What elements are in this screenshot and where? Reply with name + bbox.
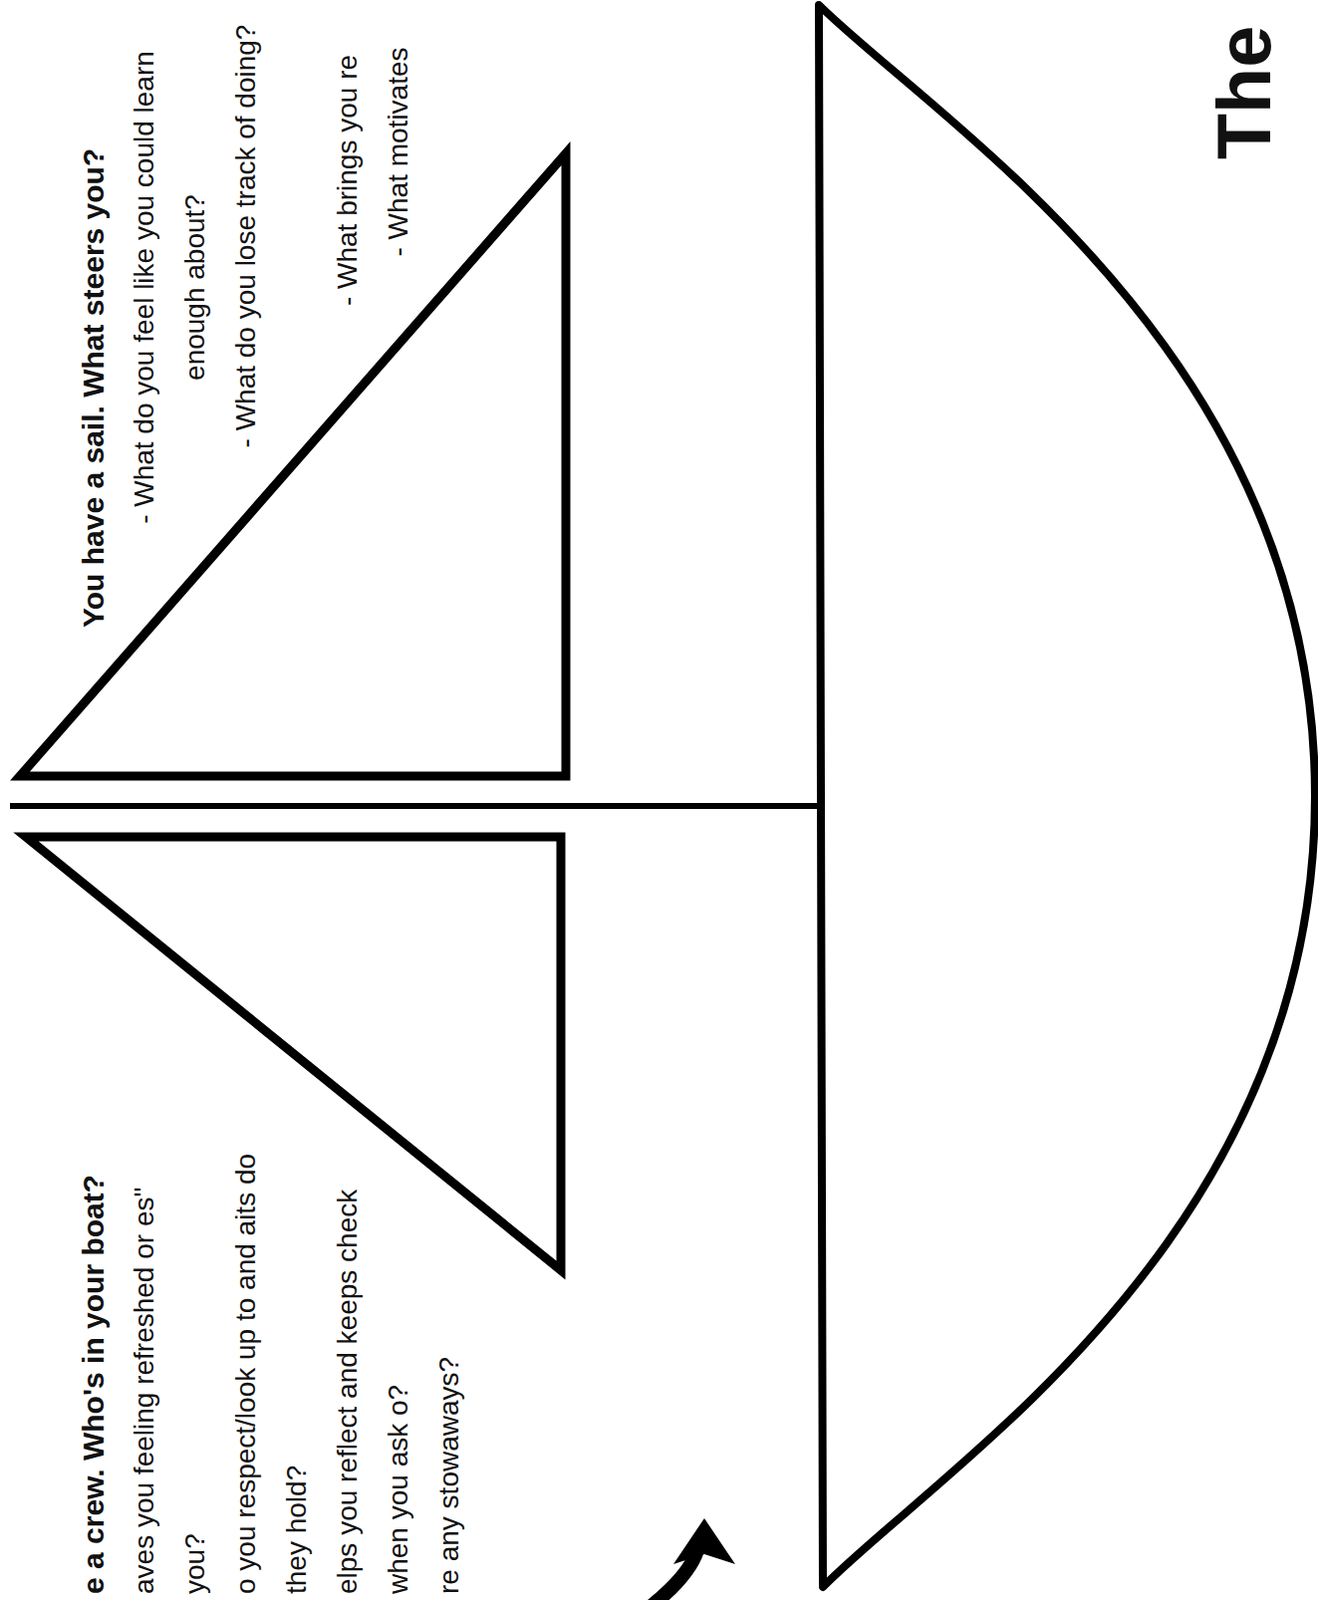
crew-question: re any stowaways? (423, 1125, 475, 1594)
sail-question: - What do you feel like you could learn … (118, 7, 221, 567)
arrow-head (673, 1518, 736, 1565)
crew-question: elps you reflect and keeps check when yo… (321, 1125, 424, 1594)
text-block: - What motivates (372, 7, 424, 296)
crew-heading: e a crew. Who's in your boat? (67, 1115, 119, 1594)
title-block: The (1207, 1, 1284, 160)
crew-column: e a crew. Who's in your boat?aves you fe… (67, 1105, 475, 1594)
text-block: - What do you feel like you could learn … (118, 7, 221, 567)
crew-question: aves you feeling refreshed or es" you? (118, 1165, 221, 1594)
sail-question: - What do you lose track of doing? (220, 7, 271, 465)
sail-heading: You have a sail. What steers you? (67, 7, 119, 628)
text-block: You have a sail. What steers you? (67, 7, 119, 628)
text-block: - What do you lose track of doing? (220, 7, 271, 465)
sail-question: - What motivates (372, 7, 424, 296)
page-title: The (1207, 1, 1284, 160)
boat-mast (9, 802, 821, 809)
boat-hull (818, 4, 1316, 1587)
crew-question: o you respect/look up to and aits do the… (220, 1125, 322, 1594)
sail-question: - What brings you re (321, 7, 373, 353)
text-block: - What brings you re (321, 7, 373, 353)
